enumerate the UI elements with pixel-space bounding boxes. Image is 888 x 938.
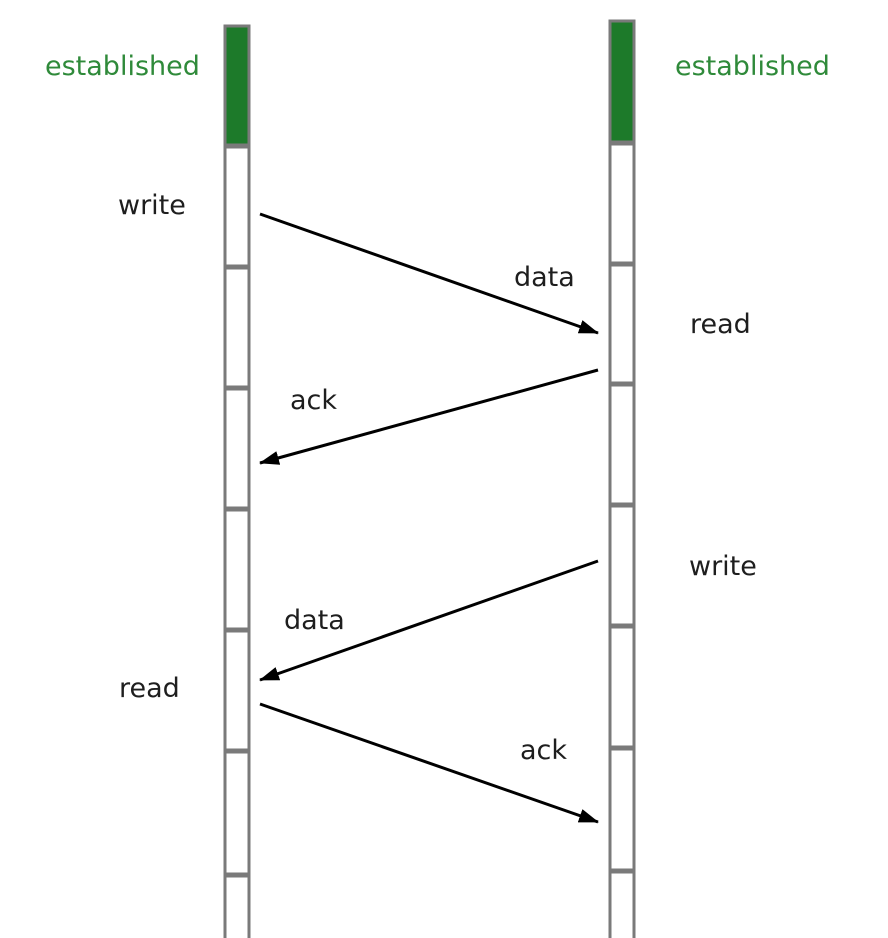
right-timeline-divider-1: [610, 140, 634, 146]
right-timeline-divider-3: [610, 381, 634, 387]
message-arrow-ack-2: [259, 702, 599, 824]
left-established-block: [225, 26, 249, 144]
right-established-block: [610, 21, 634, 141]
left-timeline-divider-6: [225, 748, 249, 754]
message-arrow-data-2: [259, 559, 599, 682]
left-timeline-divider-2: [225, 264, 249, 270]
right-event-read: read: [690, 309, 751, 340]
left-state-label: established: [45, 51, 200, 82]
message-label-data-2: data: [284, 605, 345, 636]
right-timeline-divider-6: [610, 745, 634, 751]
right-event-write: write: [689, 551, 757, 582]
message-arrow-data-1: [259, 212, 599, 335]
right-timeline-divider-4: [610, 502, 634, 508]
left-event-write: write: [118, 190, 186, 221]
right-timeline-divider-5: [610, 623, 634, 629]
left-timeline: [223, 24, 251, 938]
left-timeline-divider-5: [225, 627, 249, 633]
left-event-read: read: [119, 673, 180, 704]
left-timeline-divider-1: [225, 143, 249, 149]
left-timeline-border: [223, 24, 251, 938]
right-timeline: [608, 19, 636, 938]
right-timeline-divider-2: [610, 261, 634, 267]
left-timeline-divider-3: [225, 385, 249, 391]
left-timeline-divider-7: [225, 872, 249, 878]
left-timeline-divider-4: [225, 506, 249, 512]
message-label-data-1: data: [514, 262, 575, 293]
left-timeline-dividers: [225, 143, 249, 878]
right-timeline-divider-7: [610, 868, 634, 874]
message-label-ack-2: ack: [520, 735, 567, 766]
right-state-label: established: [675, 51, 830, 82]
right-timeline-border: [608, 19, 636, 938]
right-timeline-dividers: [610, 140, 634, 874]
message-arrow-ack-1: [259, 368, 599, 465]
message-label-ack-1: ack: [290, 385, 337, 416]
